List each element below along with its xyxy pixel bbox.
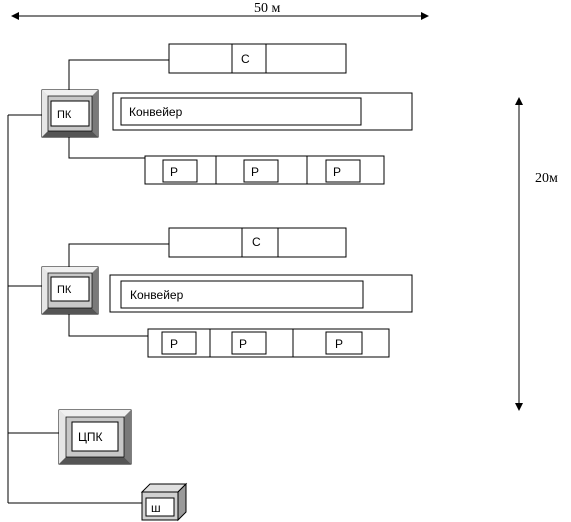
conveyor-label-2: Конвейер <box>130 288 184 302</box>
conveyor-2[interactable]: Конвейер <box>109 274 413 313</box>
r-label-2-1: Р <box>170 337 178 351</box>
c-block-2[interactable]: С <box>168 227 347 258</box>
c-label-1: С <box>241 52 250 66</box>
cpk-label: ЦПК <box>78 430 103 444</box>
network-bus <box>7 114 142 504</box>
pk-label-2: ПК <box>57 284 72 296</box>
production-line-1: ПК С Конвейер Р Р Р <box>41 43 413 185</box>
height-dimension: 20м <box>515 97 558 411</box>
conveyor-label-1: Конвейер <box>129 105 183 119</box>
c-block-1[interactable]: С <box>168 43 347 74</box>
c-label-2: С <box>252 235 261 249</box>
pk-label-1: ПК <box>57 109 72 121</box>
r-label-1-2: Р <box>251 165 259 179</box>
r-block-1[interactable]: Р Р Р <box>144 155 385 185</box>
width-dimension-label: 50 м <box>254 1 281 16</box>
r-label-2-2: Р <box>239 337 247 351</box>
pk-terminal-2[interactable]: ПК <box>41 266 99 315</box>
r-block-2[interactable]: Р Р Р <box>147 328 390 358</box>
central-pk-terminal[interactable]: ЦПК <box>58 409 132 465</box>
server-unit[interactable]: ш <box>140 482 188 522</box>
production-line-2: ПК С Конвейер Р Р Р <box>41 227 413 358</box>
height-dimension-label: 20м <box>535 171 558 186</box>
pk-terminal-1[interactable]: ПК <box>41 89 99 138</box>
r-label-1-1: Р <box>170 165 178 179</box>
width-dimension: 50 м <box>11 1 429 20</box>
line1-connectors <box>68 59 169 159</box>
line2-connectors <box>68 243 169 337</box>
server-label: ш <box>151 501 161 515</box>
r-label-2-3: Р <box>335 337 343 351</box>
r-label-1-3: Р <box>333 165 341 179</box>
conveyor-1[interactable]: Конвейер <box>112 92 413 131</box>
